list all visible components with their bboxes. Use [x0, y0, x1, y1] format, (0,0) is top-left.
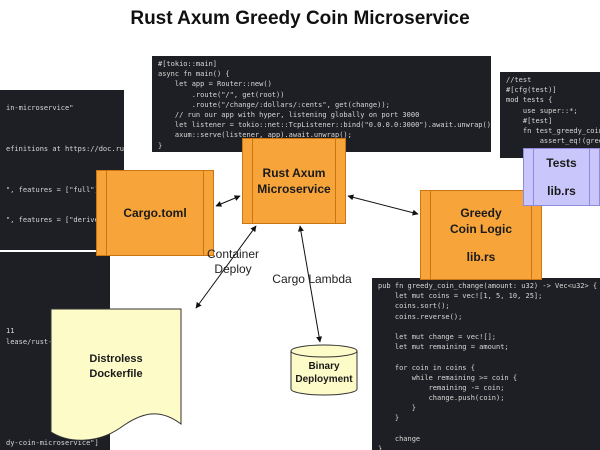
cargo-lambda-label: Cargo Lambda [272, 272, 352, 286]
cargo-toml-label: Cargo.toml [123, 206, 187, 220]
code-line: for coin in coins { [378, 363, 475, 372]
code-line: #[tokio::main] [158, 60, 218, 68]
code-line: let mut coins = vec![1, 5, 10, 25]; [378, 292, 543, 301]
code-line: let mut change = vec![]; [378, 332, 497, 341]
dockerfile-label: Distroless Dockerfile [50, 352, 182, 382]
code-line [6, 124, 124, 134]
greedy-fn-code-panel: pub fn greedy_coin_change(amount: u32) -… [372, 278, 600, 450]
greedy-label-line2: Coin Logic [450, 222, 512, 236]
code-line: change [378, 434, 421, 443]
code-line: .route("/", get(root)) [158, 90, 285, 99]
code-line: in-microservice" [6, 104, 74, 113]
code-line [378, 352, 600, 362]
code-line [6, 286, 110, 296]
rust-axum-microservice-box: Rust Axum Microservice [242, 138, 346, 224]
code-line: coins.reverse(); [378, 312, 463, 321]
docker-label-line2: Dockerfile [89, 368, 143, 380]
code-line: axum::serve(listener, app).await.unwrap(… [158, 131, 352, 140]
container-deploy-label: Container Deploy [204, 247, 262, 277]
code-line: } [378, 404, 416, 413]
code-line: lease/rust-axum [6, 337, 70, 346]
code-line [6, 113, 124, 123]
code-line: } [158, 141, 163, 150]
code-line: } [378, 445, 383, 450]
code-line: while remaining >= coin { [378, 373, 518, 382]
diagram-title: Rust Axum Greedy Coin Microservice [130, 8, 470, 29]
code-line [6, 134, 124, 144]
code-line: let listener = tokio::net::TcpListener::… [158, 121, 491, 130]
code-line: remaining -= coin; [378, 383, 505, 392]
docker-label-line1: Distroless [89, 353, 143, 365]
code-line [6, 154, 124, 164]
code-line: .route("/change/:dollars/:cents", get(ch… [158, 100, 390, 109]
code-line [6, 296, 110, 306]
code-line [6, 93, 124, 103]
tests-box: Tests lib.rs [523, 148, 600, 206]
main-fn-code-panel: #[tokio::main]async fn main() { let app … [152, 56, 491, 152]
binary-label-line2: Deployment [295, 374, 353, 385]
arrow-axum-greedy [347, 194, 419, 216]
code-line [378, 322, 600, 332]
container-label-line1: Container [206, 247, 260, 261]
dockerfile-document-shape [50, 308, 182, 441]
code-line [6, 265, 110, 275]
binary-deployment-cylinder [290, 344, 358, 396]
tests-label-line1: Tests [546, 156, 577, 170]
code-line: // run our app with hyper, listening glo… [158, 110, 420, 119]
code-line [6, 255, 110, 265]
code-line: 11 [6, 327, 15, 336]
arrow-axum-cargo [215, 195, 241, 207]
code-line: pub fn greedy_coin_change(amount: u32) -… [378, 282, 598, 290]
greedy-label-line1: Greedy [460, 206, 502, 220]
tests-label-line2: lib.rs [547, 184, 576, 198]
code-line: //test [506, 76, 532, 84]
code-line: efinitions at https://doc.rust- [6, 144, 124, 153]
code-line: change.push(coin); [378, 394, 505, 403]
axum-label-line1: Rust Axum [262, 166, 326, 180]
greedy-label-line3: lib.rs [466, 250, 496, 264]
code-line: fn test_greedy_coin [506, 126, 600, 135]
binary-deployment-label: Binary Deployment [290, 360, 358, 386]
code-line: let mut remaining = amount; [378, 343, 509, 352]
code-line [378, 424, 600, 434]
code-line: let app = Router::new() [158, 80, 272, 89]
container-label-line2: Deploy [214, 262, 252, 276]
code-line: assert_eq!(gree [506, 137, 600, 146]
axum-label-line2: Microservice [257, 182, 331, 196]
code-line: coins.sort(); [378, 302, 450, 311]
code-line: #[cfg(test)] [506, 86, 557, 95]
greedy-coin-logic-box: Greedy Coin Logic lib.rs [420, 190, 542, 280]
code-line: use super::*; [506, 106, 578, 115]
code-line: async fn main() { [158, 70, 230, 79]
code-line: mod tests { [506, 96, 553, 105]
tests-code-panel: //test #[cfg(test)]mod tests { use super:… [500, 72, 600, 158]
code-line: } [378, 414, 400, 423]
code-line: dy-coin-microservice"] [6, 439, 99, 448]
cargo-toml-box: Cargo.toml [96, 170, 214, 256]
binary-label-line1: Binary [308, 361, 340, 372]
code-line: #[test] [506, 116, 553, 125]
code-line [6, 275, 110, 285]
